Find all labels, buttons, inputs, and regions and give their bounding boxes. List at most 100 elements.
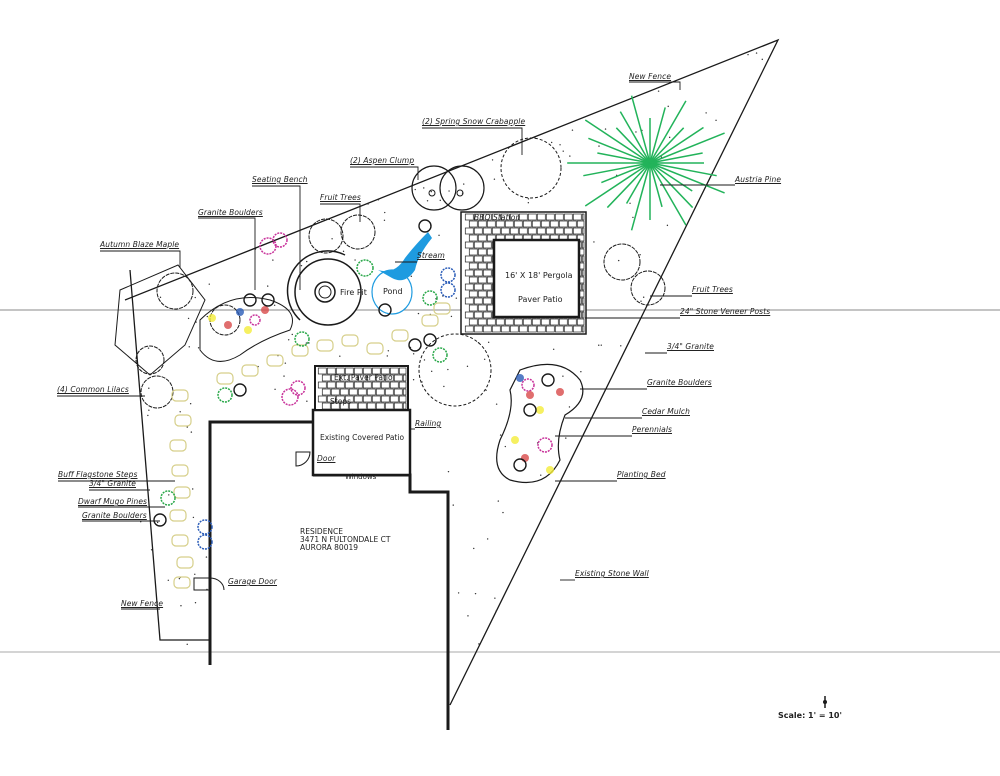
paver xyxy=(464,325,474,333)
pine-needle xyxy=(606,162,651,209)
paver xyxy=(495,318,505,326)
paver xyxy=(353,395,363,403)
gravel-dot xyxy=(495,610,497,612)
gravel-dot xyxy=(179,411,181,413)
paver xyxy=(482,283,492,291)
scale-label: Scale: 1' = 10' xyxy=(778,711,842,720)
shrub xyxy=(356,259,374,277)
pine-needle xyxy=(649,107,666,164)
gravel-dot xyxy=(593,241,595,243)
gravel-dot xyxy=(287,339,290,341)
paver xyxy=(581,283,585,291)
crabapple-tree xyxy=(418,333,492,407)
gravel-dot xyxy=(571,129,574,131)
property-fence xyxy=(124,38,780,706)
door-swing xyxy=(295,451,311,467)
gravel-dot xyxy=(186,426,188,428)
paver xyxy=(357,388,367,396)
garage-door-symbol xyxy=(193,577,211,591)
label-perennials: Perennials xyxy=(632,425,673,434)
flagstone xyxy=(421,314,439,327)
gravel-dot xyxy=(504,445,507,448)
paver xyxy=(473,213,483,221)
gravel-dot xyxy=(194,573,196,575)
gravel-dot xyxy=(497,500,500,502)
gravel-dot xyxy=(448,190,450,192)
gravel-dot xyxy=(426,200,429,202)
tree xyxy=(140,375,174,409)
leader-lines xyxy=(57,81,735,610)
pine-needle xyxy=(649,127,685,164)
leader-line xyxy=(422,127,523,155)
gravel-dot xyxy=(377,199,380,201)
gravel-dot xyxy=(383,219,386,221)
flagstone xyxy=(266,354,284,367)
paver xyxy=(473,283,483,291)
gravel-dot xyxy=(168,494,170,496)
paver xyxy=(477,304,487,312)
pine-needle xyxy=(615,127,651,164)
shrub xyxy=(281,388,299,406)
gravel-dot xyxy=(159,296,162,299)
label-stone-wall: Existing Stone Wall xyxy=(575,569,649,578)
leader-line xyxy=(198,217,256,290)
residence-city: AURORA 80019 xyxy=(300,543,359,552)
flagstone xyxy=(176,556,194,569)
paver xyxy=(549,220,559,228)
paver xyxy=(393,402,403,410)
flagstone xyxy=(391,329,409,342)
gravel-dot xyxy=(494,597,496,599)
paver xyxy=(545,213,555,221)
gravel-dot xyxy=(412,353,415,355)
gravel-dot xyxy=(455,297,458,299)
paver xyxy=(581,227,585,235)
label-crabapple: (2) Spring Snow Crabapple xyxy=(422,117,526,126)
shrub xyxy=(537,437,553,453)
flagstone xyxy=(169,509,187,522)
paver xyxy=(393,388,403,396)
paver xyxy=(540,220,550,228)
paver xyxy=(486,220,496,228)
paver xyxy=(468,262,478,270)
pine-needle xyxy=(619,111,651,164)
paver xyxy=(335,395,345,403)
paver xyxy=(567,220,577,228)
paver xyxy=(477,220,487,228)
gravel-dot xyxy=(430,190,432,193)
paver xyxy=(348,388,358,396)
paver xyxy=(317,367,327,375)
paver xyxy=(482,269,492,277)
pine-needle xyxy=(588,137,651,164)
gravel-dot xyxy=(485,389,487,391)
gravel-dot xyxy=(412,378,415,381)
boulder xyxy=(513,458,527,472)
paver xyxy=(527,325,537,333)
gravel-dot xyxy=(598,344,600,346)
gravel-dot xyxy=(384,211,386,214)
paver xyxy=(549,318,559,326)
label-cedar-mulch: Cedar Mulch xyxy=(642,407,690,416)
residence-address: 3471 N FULTONDALE CT xyxy=(300,535,391,544)
gravel-dot xyxy=(273,304,276,307)
perennial xyxy=(224,321,232,329)
flagstone xyxy=(171,464,189,477)
paver xyxy=(321,388,331,396)
paver xyxy=(500,227,510,235)
paver xyxy=(491,227,501,235)
paver xyxy=(477,290,487,298)
leader-line xyxy=(629,81,681,90)
label-granite: 3/4" Granite xyxy=(667,342,714,351)
plants xyxy=(153,219,564,550)
gravel-dot xyxy=(632,216,634,219)
label-granite-left: 3/4" Granite xyxy=(89,479,136,488)
gravel-dot xyxy=(447,368,449,371)
gravel-dot xyxy=(417,312,420,315)
paver xyxy=(567,318,577,326)
flagstone xyxy=(366,342,384,355)
paver xyxy=(477,276,487,284)
paver xyxy=(473,227,483,235)
tree xyxy=(156,272,194,310)
label-new-fence: New Fence xyxy=(629,72,672,81)
paver xyxy=(576,220,585,228)
paver xyxy=(330,388,340,396)
